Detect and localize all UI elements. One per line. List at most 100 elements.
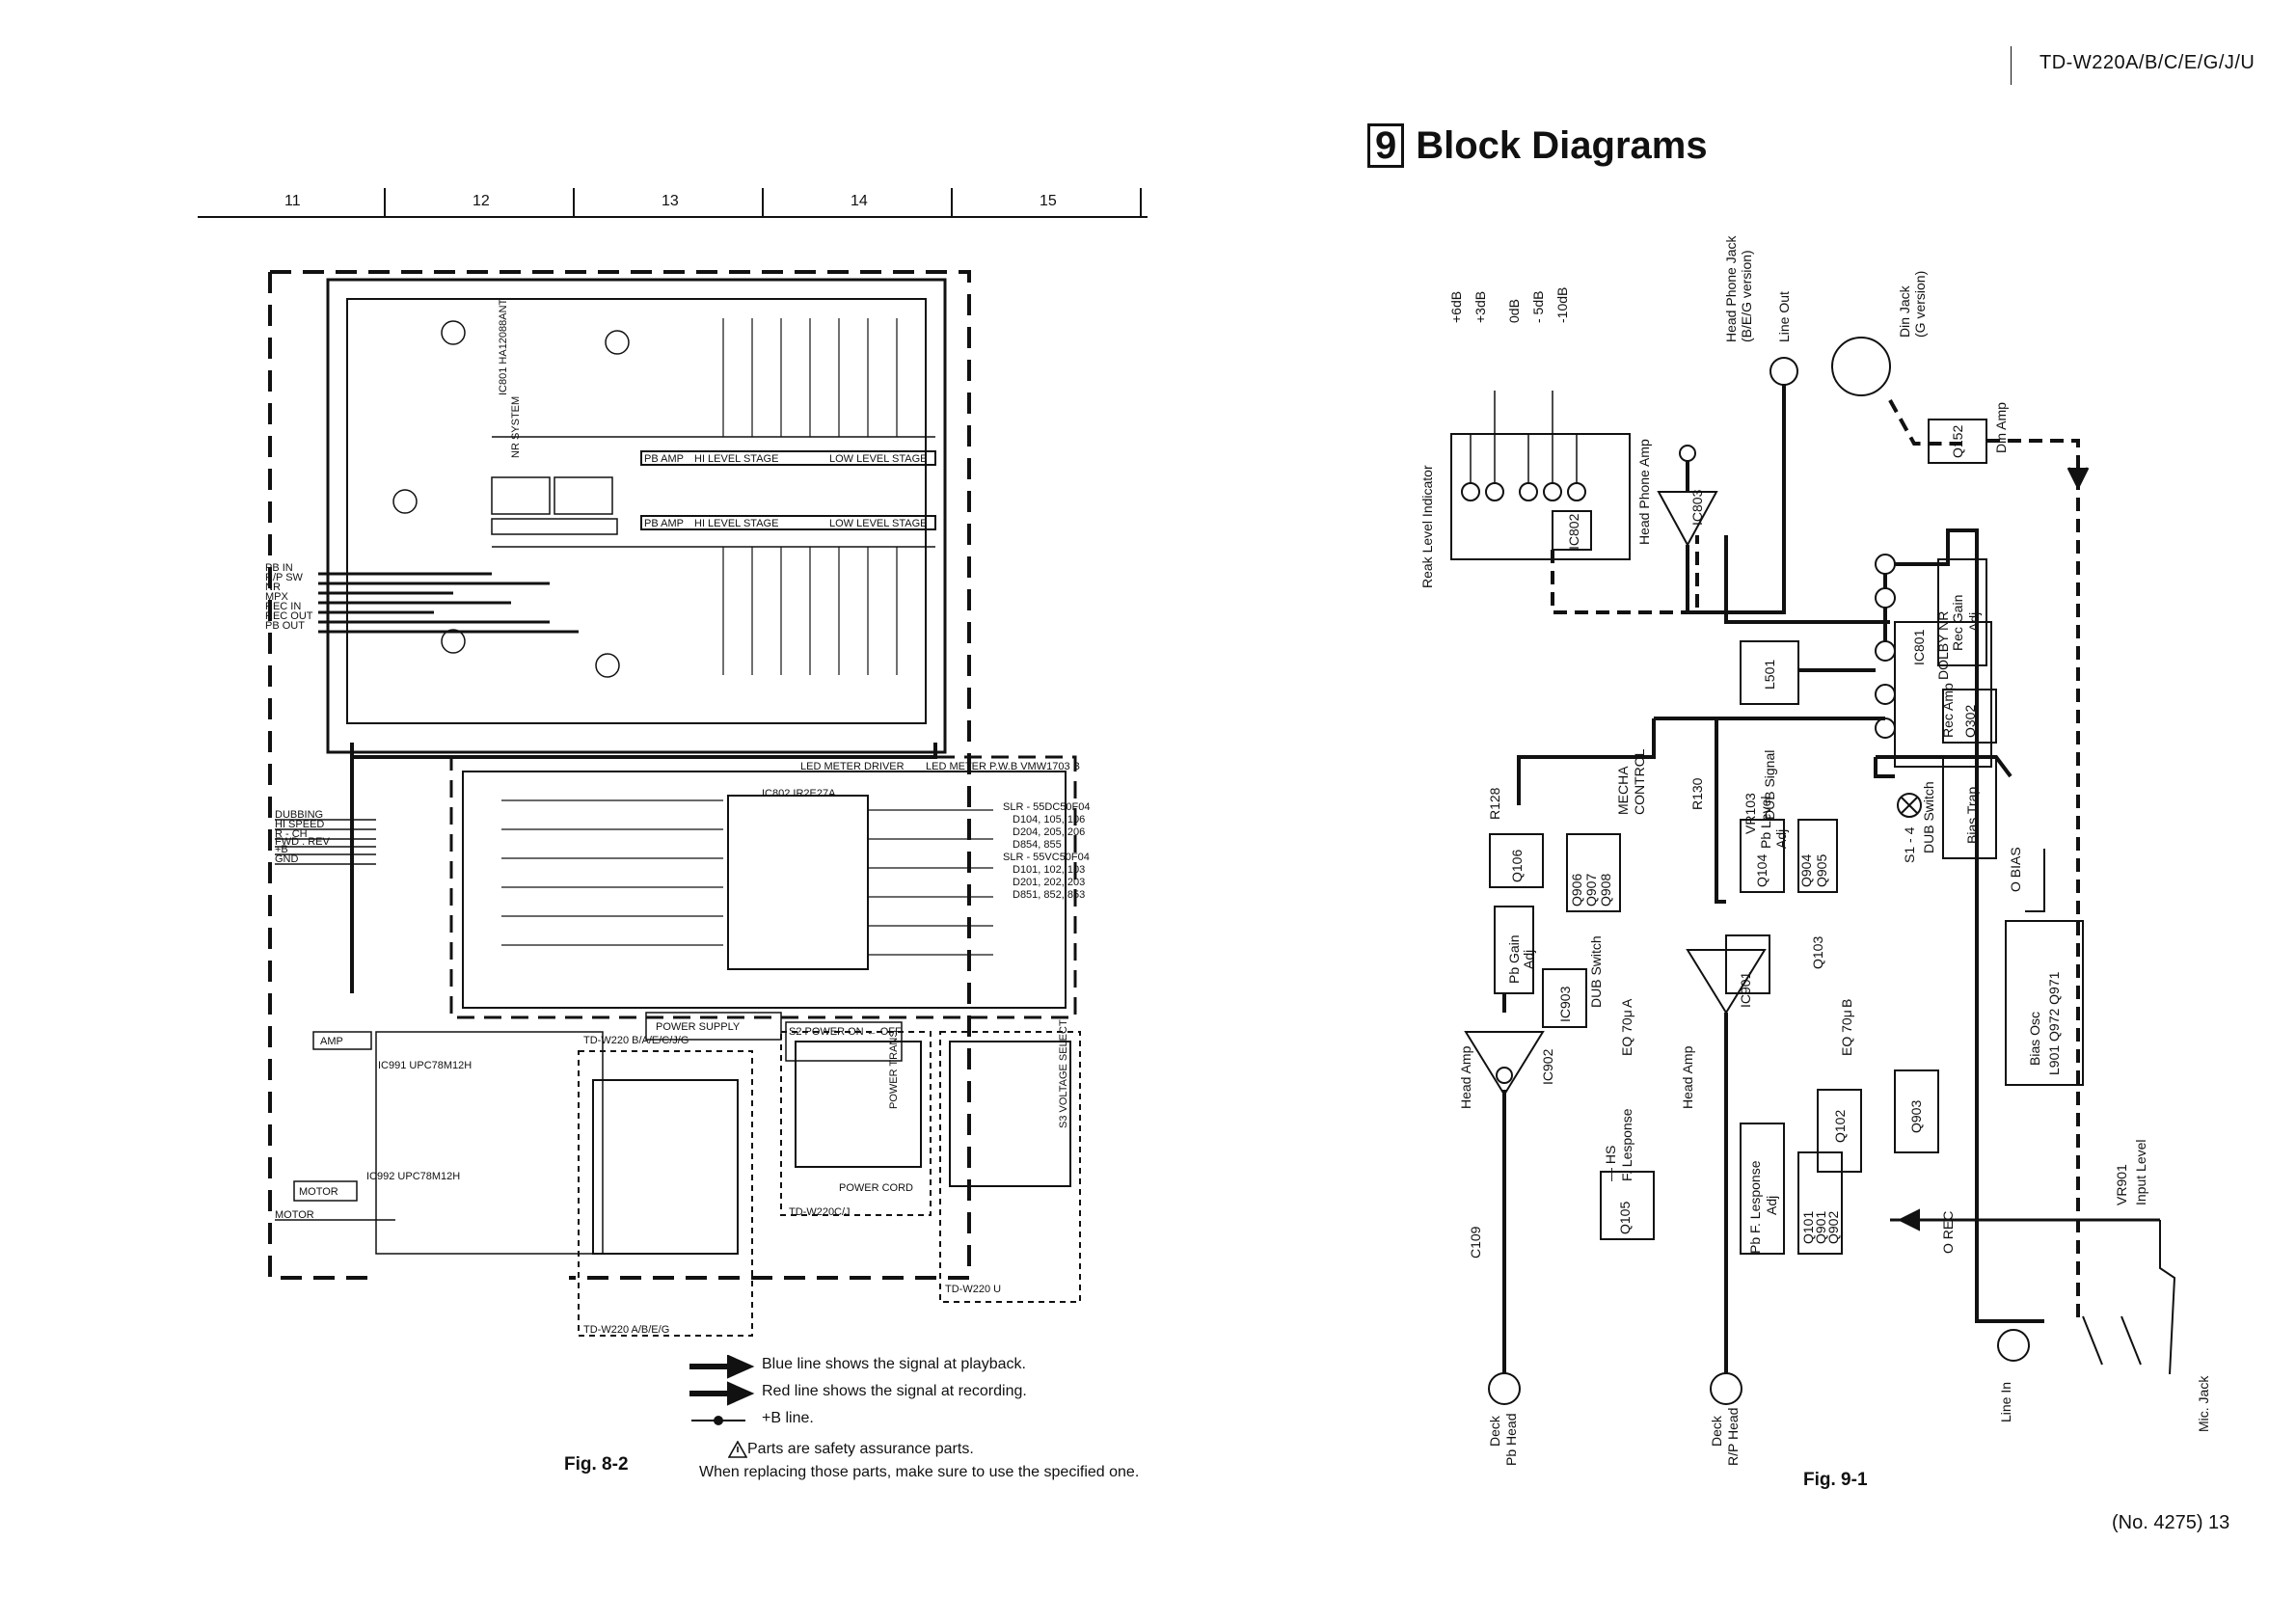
hi-level-stage-2: HI LEVEL STAGE — [694, 518, 778, 529]
head-phone-jack-version: (B/E/G version) — [1739, 250, 1754, 342]
q104-block: Q104 — [1754, 854, 1769, 887]
power-supply-label: POWER SUPPLY — [656, 1021, 741, 1033]
ic801-block: IC801 — [1911, 629, 1927, 665]
led-meter-pwb-label: LED METER P.W.B VMW1703 B — [926, 761, 1080, 772]
nr-system-label: NR SYSTEM — [510, 396, 522, 458]
motor-label: MOTOR — [299, 1186, 338, 1198]
eq-b-box: B — [1839, 999, 1854, 1008]
terminal-plus-b: +B — [275, 844, 288, 855]
ic991-label: IC991 UPC78M12H — [378, 1060, 472, 1071]
ic802-block: IC802 — [1566, 513, 1581, 550]
section-number: 9 — [1367, 123, 1405, 168]
grid-col-15: 15 — [1040, 193, 1057, 209]
db-3: +3dB — [1472, 291, 1488, 323]
terminal-motor: MOTOR — [275, 1209, 314, 1221]
o-rec-label: O REC — [1940, 1211, 1956, 1254]
r128-label: R128 — [1487, 787, 1502, 820]
power-note-7: POWER TRANS — [888, 1030, 900, 1109]
pb-amp-1: PB AMP — [644, 453, 684, 465]
led-note-1: SLR - 55DC50F04 — [1003, 801, 1091, 813]
q102-block: Q102 — [1832, 1110, 1848, 1143]
legend-thick-arrow-dashed-icon — [689, 1381, 755, 1406]
db-6: +6dB — [1448, 291, 1464, 323]
dub-signal-label: DUB Signal — [1762, 750, 1777, 820]
bias-osc-block: Bias Osc — [2027, 1012, 2042, 1066]
circuit-schematic: IC801 HA12088ANT NR SYSTEM IC802 IR2E27A… — [265, 270, 1091, 1337]
power-note-3: TD-W220C/J — [789, 1206, 851, 1218]
rec-gain-adj: Adj — [1966, 612, 1982, 632]
terminal-r-ch: R - CH — [275, 828, 308, 840]
terminal-pb-out: PB OUT — [265, 620, 305, 632]
terminal-nr: NR — [265, 582, 281, 593]
terminal-fwd-rev: FWD . REV — [275, 836, 330, 848]
f-lesponse-label: F. Lesponse — [1619, 1108, 1634, 1181]
ic901-block: IC901 — [1738, 971, 1753, 1008]
deck-b-label: Deck — [1709, 1415, 1724, 1447]
c109-label: C109 — [1468, 1226, 1483, 1259]
page-number: (No. 4275) 13 — [2112, 1512, 2230, 1533]
amp-label: AMP — [320, 1036, 343, 1047]
block-diagram: Reak Level Indicator +6dB +3dB 0dB - 5dB… — [1419, 234, 2211, 1466]
dolby-nr-label: DOLBY NR — [1935, 611, 1951, 680]
mic-jack-label: Mic. Jack — [2196, 1375, 2211, 1432]
terminal-gnd: GND — [275, 853, 299, 865]
r130-label: R130 — [1689, 777, 1705, 810]
q906-block: Q906 — [1569, 874, 1584, 907]
header-rule — [2011, 46, 2012, 85]
head-phone-amp-label: Head Phone Amp — [1636, 439, 1652, 545]
grid-col-12: 12 — [473, 193, 490, 209]
ic802-label: IC802 IR2E27A — [762, 788, 836, 799]
eq-a-box: A — [1619, 998, 1634, 1008]
q101-block: Q101 — [1800, 1211, 1816, 1244]
grid-ruler: 11 12 13 14 15 — [198, 188, 1148, 218]
power-note-8: S3 VOLTAGE SELECT — [1058, 1019, 1069, 1128]
figure-label-left: Fig. 8-2 — [564, 1454, 629, 1475]
legend-note: When replacing those parts, make sure to… — [699, 1464, 1140, 1480]
q103-block: Q103 — [1810, 936, 1825, 969]
terminal-rec-out: REC OUT — [265, 610, 313, 622]
head-amp-1-label: Head Amp — [1458, 1045, 1473, 1109]
led-meter-driver-label: LED METER DRIVER — [800, 761, 905, 772]
legend-dot-icon — [714, 1416, 723, 1425]
pb-gain-adj: Adj — [1521, 950, 1536, 969]
bias-trap-block: Bias Trap — [1964, 787, 1980, 844]
vr901-label: VR901 — [2114, 1164, 2129, 1205]
terminal-pb-in: PB IN — [265, 562, 293, 574]
ic801-label: IC801 HA12088ANT — [498, 298, 509, 395]
head-phone-jack-label: Head Phone Jack — [1723, 234, 1739, 342]
db-minus10: -10dB — [1554, 287, 1570, 323]
legend-warning: Parts are safety assurance parts. — [747, 1441, 974, 1457]
s1-4-label: S1 - 4 — [1902, 826, 1917, 863]
head-amp-2-label: Head Amp — [1680, 1045, 1695, 1109]
led-note-8: D851, 852, 853 — [1013, 889, 1085, 901]
pb-level-label: Pb Level — [1758, 797, 1773, 849]
low-level-stage-1: LOW LEVEL STAGE — [829, 453, 927, 465]
ic992-label: IC992 UPC78M12H — [366, 1171, 460, 1182]
ic903-block: IC903 — [1557, 986, 1573, 1022]
pb-level-adj: Adj — [1773, 829, 1789, 849]
grid-col-13: 13 — [662, 193, 679, 209]
l501-block: L501 — [1762, 660, 1777, 690]
eq-b-label: EQ 70μ — [1839, 1010, 1854, 1056]
q152-block: Q152 — [1950, 425, 1965, 458]
power-note-1: TD-W220 B/A/E/C/J/G — [583, 1035, 689, 1046]
power-note-4: TD-W220 U — [945, 1284, 1001, 1295]
q903-block: Q903 — [1908, 1100, 1924, 1133]
legend-symbols — [689, 1355, 755, 1425]
legend-playback: Blue line shows the signal at playback. — [762, 1356, 1026, 1372]
figure-label-right: Fig. 9-1 — [1803, 1470, 1868, 1490]
mecha-label: MECHA — [1615, 766, 1631, 815]
rec-gain-block: Rec Gain — [1950, 595, 1965, 651]
led-note-6: D101, 102, 103 — [1013, 864, 1085, 876]
dub-switch-label: DUB Switch — [1921, 781, 1936, 853]
db-0: 0dB — [1506, 299, 1522, 323]
o-bias-label: O BIAS — [2008, 847, 2023, 892]
q902-block: Q902 — [1825, 1211, 1841, 1244]
input-level-label: Input Level — [2133, 1140, 2148, 1206]
din-jack-label: Din Jack — [1897, 284, 1912, 338]
line-in-label: Line In — [1998, 1382, 2013, 1422]
rec-amp-label: Rec Amp — [1940, 683, 1956, 738]
led-note-2: D104, 105, 106 — [1013, 814, 1085, 826]
